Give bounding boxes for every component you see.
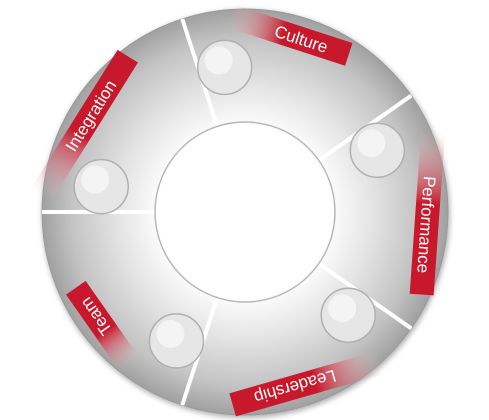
- label-banner: [409, 129, 446, 296]
- knob-highlight: [328, 294, 357, 323]
- label-banner: [66, 280, 141, 373]
- knob-highlight: [81, 165, 110, 194]
- knob-highlight: [156, 319, 185, 348]
- label-banner: [30, 49, 138, 203]
- label-banner: [229, 350, 385, 417]
- knob-highlight: [204, 46, 233, 75]
- label-banner: [226, 4, 353, 66]
- center-hole: [154, 121, 336, 303]
- segment-performance: Performance: [409, 129, 446, 296]
- knob-highlight: [357, 129, 386, 158]
